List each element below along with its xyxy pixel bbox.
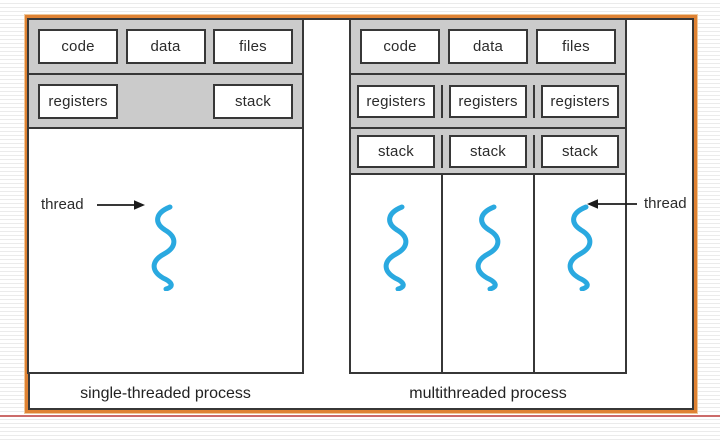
data-box: data: [448, 29, 528, 64]
thread-squiggle-icon: [567, 204, 593, 291]
right-registers-band: registers registers registers: [351, 75, 625, 129]
registers-box: registers: [357, 84, 435, 118]
slide-red-rule: [0, 415, 720, 417]
files-box: files: [536, 29, 616, 64]
registers-cell: registers: [533, 84, 625, 118]
stack-cell: stack: [533, 134, 625, 168]
left-registers-stack-band: registers stack: [29, 75, 302, 129]
thread-pointer-right: thread: [587, 195, 687, 212]
registers-box: registers: [38, 83, 118, 119]
registers-cell: registers: [351, 84, 441, 118]
thread-label-right: thread: [644, 195, 687, 212]
right-code-data-files-band: code data files: [351, 20, 625, 75]
stack-cell: stack: [441, 134, 533, 168]
single-threaded-panel: code data files registers stack thread: [27, 18, 304, 374]
stack-cell: stack: [351, 134, 441, 168]
right-arrow-icon: [97, 200, 145, 210]
stack-box: stack: [213, 83, 293, 119]
registers-box: registers: [449, 84, 527, 118]
single-threaded-caption: single-threaded process: [80, 385, 251, 402]
registers-cell: registers: [441, 84, 533, 118]
left-code-data-files-band: code data files: [29, 20, 302, 75]
multithreaded-caption: multithreaded process: [409, 385, 567, 402]
registers-box: registers: [541, 84, 619, 118]
thread-squiggle-icon: [475, 204, 501, 291]
left-arrow-icon: [587, 198, 637, 209]
code-box: code: [38, 29, 118, 64]
thread-squiggle-icon: [151, 204, 177, 291]
left-panel-body: thread: [29, 129, 302, 372]
stack-box: stack: [541, 134, 619, 168]
thread-column: [441, 175, 533, 372]
right-stack-band: stack stack stack: [351, 129, 625, 175]
multithreaded-panel: code data files registers registers regi…: [349, 18, 627, 374]
thread-label-left: thread: [41, 196, 84, 213]
thread-squiggle-icon: [383, 204, 409, 291]
stack-box: stack: [449, 134, 527, 168]
data-box: data: [125, 29, 206, 64]
files-box: files: [213, 29, 293, 64]
code-box: code: [360, 29, 440, 64]
stack-box: stack: [357, 134, 435, 168]
thread-column: [351, 175, 441, 372]
thread-column: [533, 175, 625, 372]
right-panel-body: [351, 175, 625, 372]
